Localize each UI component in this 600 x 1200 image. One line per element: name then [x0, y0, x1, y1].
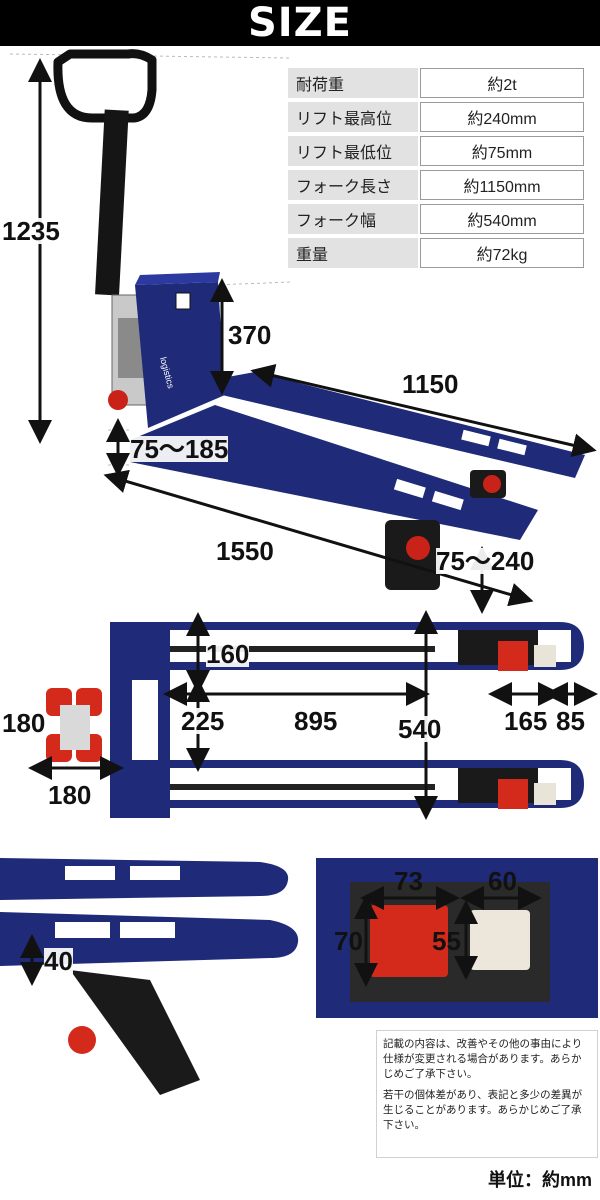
unit-label: 単位：約mm [487, 1170, 592, 1190]
dim-total-length: 1550 [216, 536, 274, 566]
dim-inner-length: 895 [294, 706, 338, 736]
spec-label: リフト最低位 [288, 136, 418, 166]
load-roller [370, 905, 448, 977]
dim-total-height: 1235 [2, 216, 60, 246]
dim-steer-wheel-width: 180 [48, 780, 92, 810]
spec-label: フォーク幅 [288, 204, 418, 234]
spec-row: リフト最高位約240mm [288, 102, 584, 132]
spec-label: リフト最高位 [288, 102, 418, 132]
spec-row: 耐荷重約2t [288, 68, 584, 98]
spec-row: フォーク幅約540mm [288, 204, 584, 234]
handle-shaft [95, 109, 129, 296]
spec-row: リフト最低位約75mm [288, 136, 584, 166]
spec-label: 重量 [288, 238, 418, 268]
dim-roller-section: 165 [504, 706, 548, 736]
spec-label: フォーク長さ [288, 170, 418, 200]
spec-value: 約2t [420, 68, 584, 98]
dim-tip: 85 [556, 706, 585, 736]
spec-value: 約1150mm [420, 170, 584, 200]
note-text: 記載の内容は、改善やその他の事由により仕様が変更される場合があります。あらかじめ… [383, 1038, 583, 1080]
dim-fork-length: 1150 [402, 369, 459, 399]
chassis [135, 282, 225, 428]
side-view: logistics [9, 49, 597, 614]
detail-rollers [316, 858, 598, 1018]
spec-label: 耐荷重 [288, 68, 418, 98]
spec-table: 耐荷重約2t リフト最高位約240mm リフト最低位約75mm フォーク長さ約1… [288, 64, 584, 272]
detail-fork-thickness [0, 852, 300, 1122]
dim-total-width: 540 [398, 714, 442, 744]
handle [53, 49, 157, 123]
dim-load-roller-width: 73 [394, 866, 423, 896]
spec-value: 約240mm [420, 102, 584, 132]
spec-row: フォーク長さ約1150mm [288, 170, 584, 200]
spec-row: 重量約72kg [288, 238, 584, 268]
dim-load-roller-dia: 70 [334, 926, 363, 956]
dim-fork-inner-width: 160 [206, 639, 250, 669]
spec-value: 約72kg [420, 238, 584, 268]
dim-entry-roller-dia: 55 [432, 926, 461, 956]
page-title: SIZE [247, 0, 353, 46]
dim-fork-thickness: 40 [44, 946, 73, 976]
dim-entry-roller-width: 60 [488, 866, 517, 896]
spec-value: 約75mm [420, 136, 584, 166]
dim-steer-wheel-dia: 180 [2, 708, 46, 738]
dim-inner-gap: 225 [181, 706, 225, 736]
dim-lift-range-front: 75～240 [436, 546, 535, 576]
note-text: 若干の個体差があり、表記と多少の差異が生じることがあります。あらかじめご了承下さ… [383, 1089, 583, 1131]
entry-roller [470, 910, 530, 970]
dim-frame-height: 370 [228, 320, 272, 350]
notes-box: 記載の内容は、改善やその他の事由により仕様が変更される場合があります。あらかじめ… [376, 1030, 598, 1158]
dim-lift-range-rear: 75～185 [130, 434, 229, 464]
header-bar [0, 0, 600, 46]
spec-value: 約540mm [420, 204, 584, 234]
